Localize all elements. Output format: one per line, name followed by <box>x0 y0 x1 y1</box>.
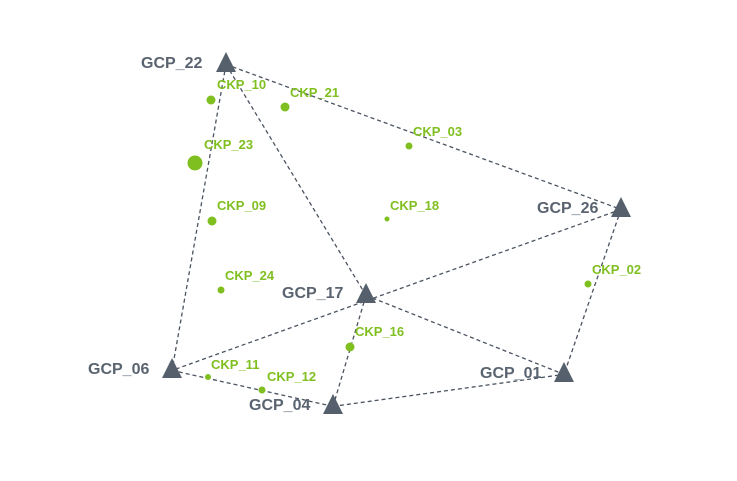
ckp-dot-icon <box>345 342 355 352</box>
gcp-point-gcp-17: GCP_17 <box>282 283 376 303</box>
network-edges <box>171 63 622 408</box>
gcp-label: GCP_22 <box>141 55 202 72</box>
ckp-dot-icon <box>207 216 217 226</box>
edge-gcp26-gcp06 <box>171 208 622 372</box>
gcp-label: GCP_17 <box>282 285 343 302</box>
ckp-point-ckp-03: CKP_03 <box>405 124 462 150</box>
ckp-label: CKP_24 <box>225 268 275 283</box>
gcp-point-gcp-06: GCP_06 <box>88 358 182 378</box>
ckp-label: CKP_10 <box>217 77 266 92</box>
ckp-label: CKP_03 <box>413 124 462 139</box>
gcp-triangle-icon <box>356 283 376 303</box>
ckp-point-ckp-16: CKP_16 <box>345 324 404 352</box>
ckp-label: CKP_16 <box>355 324 404 339</box>
gcp-triangle-icon <box>323 394 343 414</box>
ckp-dot-icon <box>280 102 290 112</box>
gcp-point-gcp-01: GCP_01 <box>480 362 574 382</box>
gcp-triangle-icon <box>611 197 631 217</box>
ckp-label: CKP_02 <box>592 262 641 277</box>
ckp-label: CKP_11 <box>211 357 259 372</box>
edge-gcp22-gcp26 <box>225 63 622 211</box>
ckp-dot-icon <box>217 286 225 294</box>
edge-gcp22-gcp06 <box>171 64 227 371</box>
ckp-dot-icon <box>258 386 266 394</box>
ckp-label: CKP_23 <box>204 137 253 152</box>
edge-gcp04-gcp01 <box>332 373 565 408</box>
ckp-point-ckp-12: CKP_12 <box>258 369 316 394</box>
gcp-triangle-icon <box>216 52 236 72</box>
gcp-label: GCP_04 <box>249 397 310 414</box>
ckp-label: CKP_09 <box>217 198 266 213</box>
ckp-dot-icon <box>405 142 413 150</box>
ckp-dot-icon <box>187 155 203 171</box>
ckp-point-ckp-10: CKP_10 <box>206 77 266 105</box>
gcp-label: GCP_26 <box>537 200 598 217</box>
gcp-triangle-icon <box>162 358 182 378</box>
ckp-point-ckp-18: CKP_18 <box>384 198 439 222</box>
ckp-label: CKP_21 <box>290 85 339 100</box>
edge-gcp26-gcp01 <box>563 209 622 375</box>
ckp-label: CKP_18 <box>390 198 439 213</box>
gcp-label: GCP_06 <box>88 361 149 378</box>
ckp-label: CKP_12 <box>267 369 316 384</box>
gcp-point-gcp-04: GCP_04 <box>249 394 343 414</box>
ckp-point-ckp-23: CKP_23 <box>187 137 253 171</box>
ckp-point-ckp-09: CKP_09 <box>207 198 266 226</box>
ckp-point-ckp-21: CKP_21 <box>280 85 339 112</box>
gcp-point-gcp-26: GCP_26 <box>537 197 631 217</box>
ckp-dot-icon <box>384 216 390 222</box>
gcp-point-gcp-22: GCP_22 <box>141 52 236 72</box>
gcp-triangle-icon <box>554 362 574 382</box>
ckp-dot-icon <box>205 374 211 380</box>
ckp-dot-icon <box>584 280 592 288</box>
ckp-point-ckp-02: CKP_02 <box>584 262 641 288</box>
gcp-label: GCP_01 <box>480 365 541 382</box>
edge-gcp22-gcp17 <box>225 64 367 296</box>
ckp-point-ckp-24: CKP_24 <box>217 268 275 294</box>
ckp-point-ckp-11: CKP_11 <box>205 357 259 380</box>
ckp-dot-icon <box>206 95 216 105</box>
edge-gcp17-gcp01 <box>365 294 565 376</box>
